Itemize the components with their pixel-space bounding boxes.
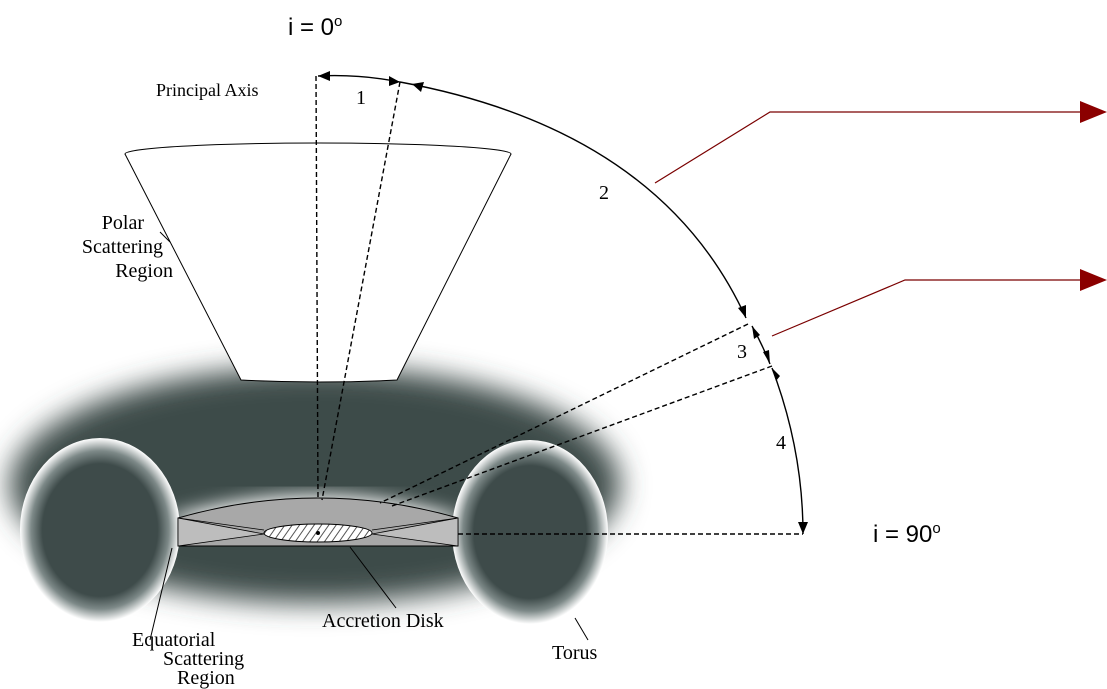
pointer-arrow-upper-icon: [1080, 101, 1107, 123]
inclination-zero-label: i = 0o: [288, 13, 342, 41]
pointer-arrow-lower-icon: [1080, 269, 1107, 291]
zone-2-label: 2: [599, 182, 609, 204]
label-leaders: [149, 231, 589, 641]
accretion-disk-label: Accretion Disk: [322, 610, 444, 632]
zone-4-label: 4: [776, 432, 786, 454]
zone-1-label: 1: [356, 87, 366, 109]
inclination-ninety-label: i = 90o: [873, 520, 941, 548]
zone-3-label: 3: [737, 341, 747, 363]
equatorial-scattering-disk: [177, 497, 459, 547]
torus-body: [10, 367, 620, 624]
torus-label: Torus: [552, 642, 597, 664]
pointer-lines: [654, 111, 1082, 337]
arc-arrowheads: [318, 71, 808, 534]
polar-region-label: Polar Scattering Region: [82, 212, 173, 282]
sightlines: [315, 75, 803, 535]
principal-axis-label: Principal Axis: [156, 80, 259, 100]
equatorial-region-label: Equatorial Scattering Region: [132, 629, 249, 689]
polar-scattering-cone: [124, 142, 512, 383]
accretion-disk: [263, 523, 373, 543]
